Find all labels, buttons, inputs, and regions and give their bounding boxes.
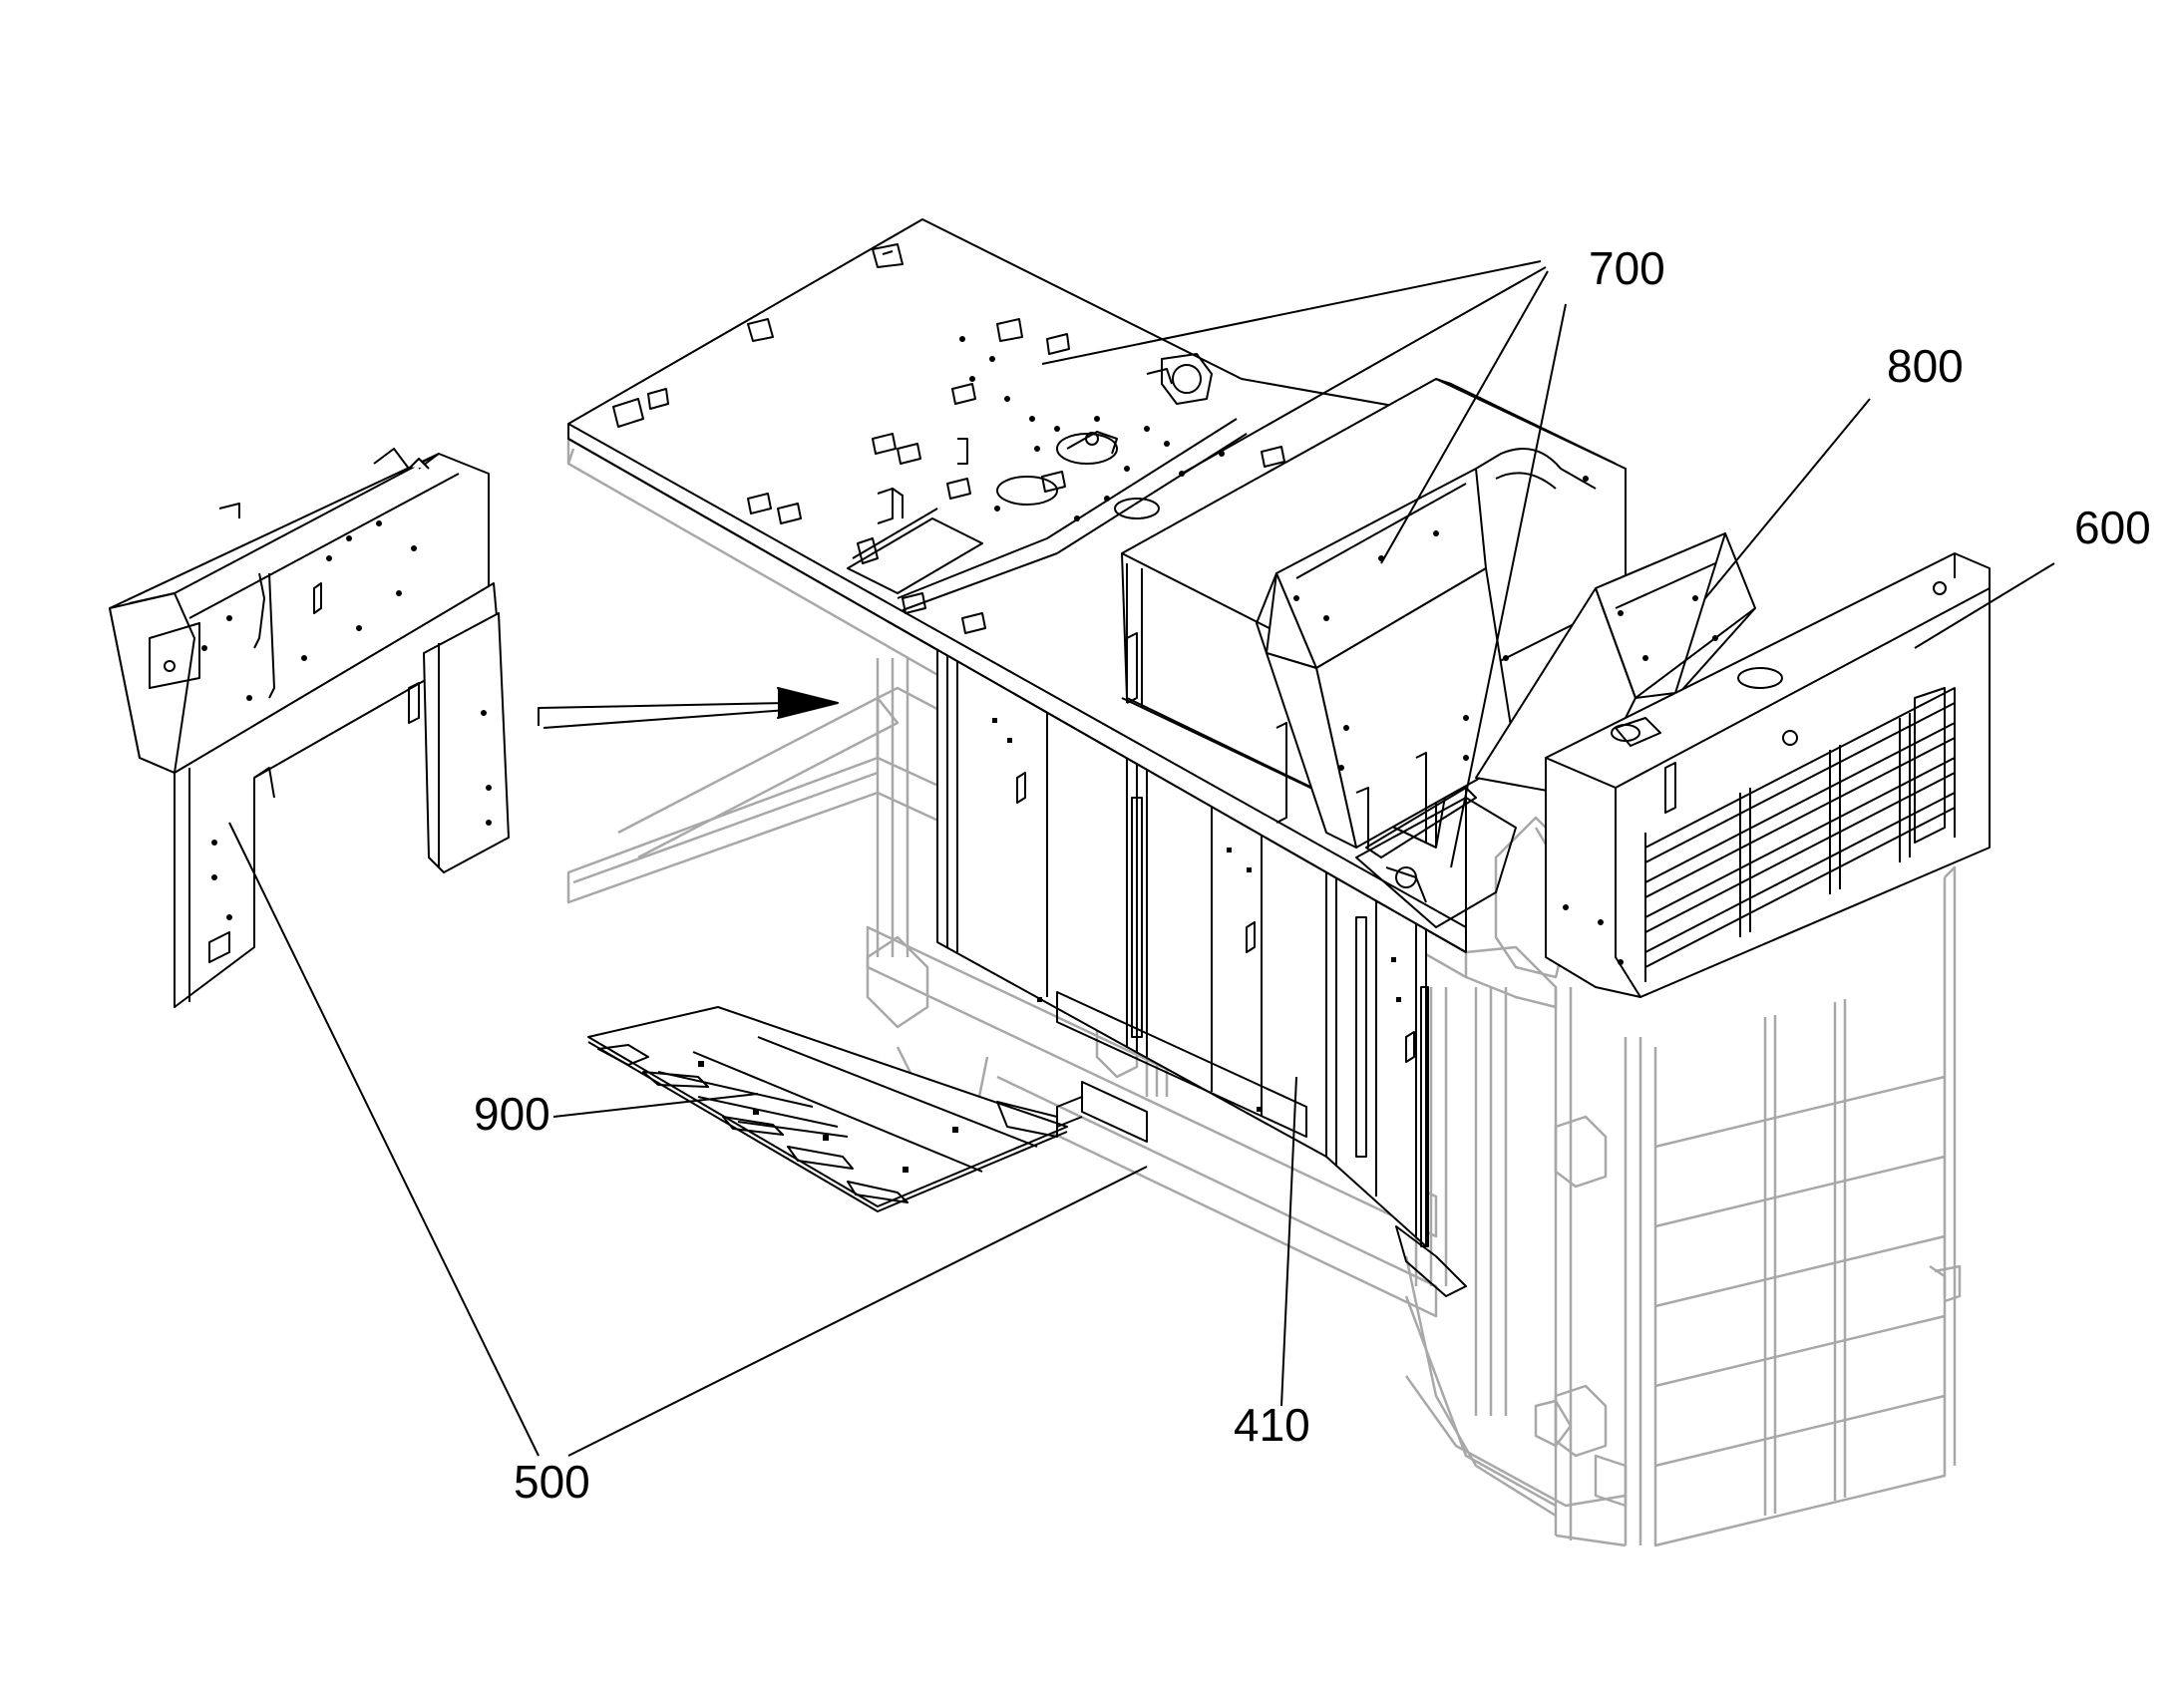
housing-700 (1121, 378, 1627, 928)
label-900: 900 (474, 1088, 550, 1140)
cover-panel-800 (1475, 532, 1756, 799)
floor-plate-900 (587, 1006, 1068, 1212)
label-500: 500 (514, 1456, 590, 1508)
grille-slats (1644, 687, 1956, 982)
assembly-arrow (538, 687, 839, 729)
label-600: 600 (2074, 502, 2151, 553)
reference-numerals: 700 800 600 900 500 410 (474, 242, 2151, 1508)
label-410: 410 (1234, 1399, 1310, 1451)
grille-box-600 (1545, 552, 1991, 998)
label-800: 800 (1887, 340, 1964, 392)
cover-panel-500 (109, 448, 510, 1008)
leader-lines (228, 260, 2055, 1457)
label-700: 700 (1589, 242, 1665, 294)
side-frame-410 (936, 642, 1467, 1297)
